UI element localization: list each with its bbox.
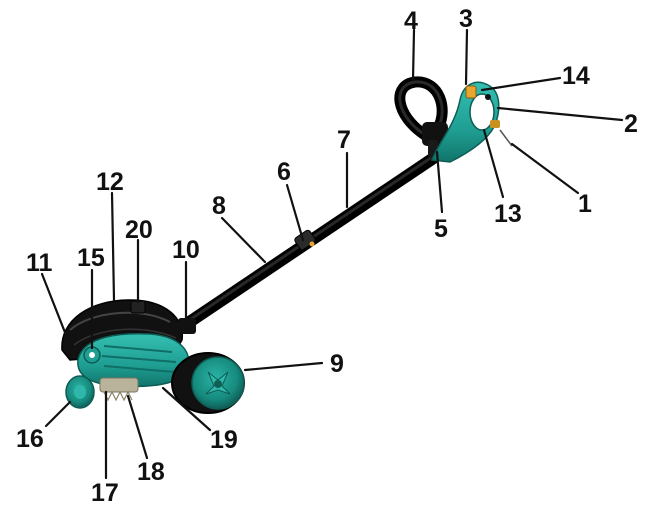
label-1: 1 xyxy=(578,190,592,218)
depth-adjust-knob[interactable] xyxy=(84,347,100,363)
shaft xyxy=(185,153,438,325)
leader-1 xyxy=(512,144,578,193)
label-19: 19 xyxy=(210,426,238,454)
label-17: 17 xyxy=(91,479,119,507)
leader-14 xyxy=(482,78,560,90)
leader-12 xyxy=(112,193,114,300)
on-off-trigger[interactable] xyxy=(490,120,500,128)
main-wheel xyxy=(172,353,244,413)
label-7: 7 xyxy=(337,126,351,154)
label-16: 16 xyxy=(16,425,44,453)
label-15: 15 xyxy=(77,244,105,272)
label-6: 6 xyxy=(277,158,291,186)
label-8: 8 xyxy=(212,192,226,220)
label-9: 9 xyxy=(330,350,344,378)
leader-16 xyxy=(46,402,70,426)
leader-lines xyxy=(42,30,622,478)
leader-4 xyxy=(413,30,414,80)
cable-hook-icon xyxy=(485,94,491,100)
label-20: 20 xyxy=(125,216,153,244)
label-12: 12 xyxy=(96,168,124,196)
label-3: 3 xyxy=(459,5,473,33)
label-10: 10 xyxy=(172,236,200,264)
leader-8 xyxy=(222,218,265,262)
label-2: 2 xyxy=(624,110,638,138)
label-13: 13 xyxy=(494,200,522,228)
label-11: 11 xyxy=(26,249,53,277)
leader-13 xyxy=(484,130,503,197)
edger-illustration xyxy=(62,82,512,413)
leader-6 xyxy=(287,185,303,240)
leader-11 xyxy=(42,274,66,335)
leader-3 xyxy=(466,30,467,84)
switch-lock-button[interactable] xyxy=(466,86,476,98)
leader-9 xyxy=(245,363,322,370)
leader-2 xyxy=(498,108,622,120)
label-4: 4 xyxy=(404,7,418,35)
label-5: 5 xyxy=(434,215,448,243)
label-14: 14 xyxy=(562,62,590,90)
coupling-pin-icon xyxy=(310,242,315,247)
label-18: 18 xyxy=(137,458,165,486)
leader-18 xyxy=(128,396,147,458)
